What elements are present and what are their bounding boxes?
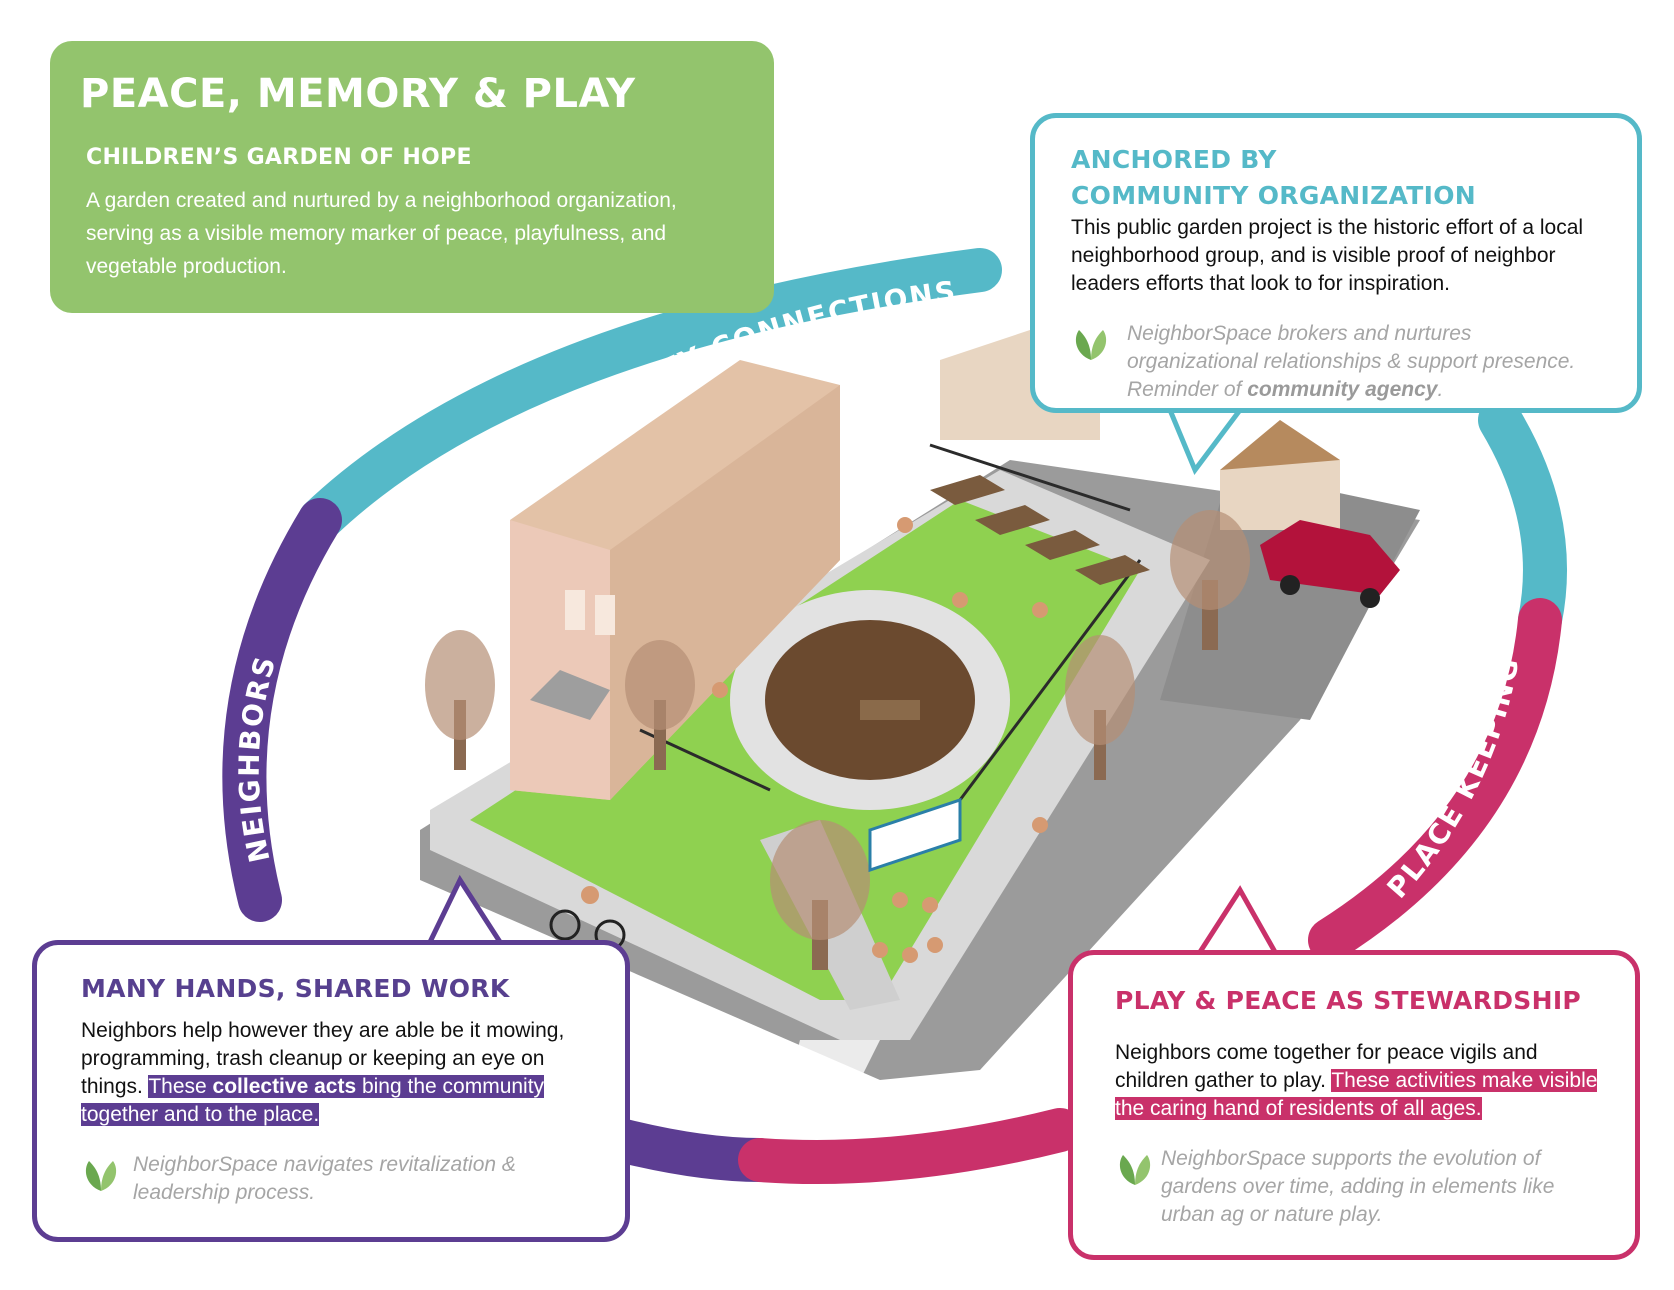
pergola <box>860 700 920 720</box>
play-peace-callout: PLAY & PEACE AS STEWARDSHIP Neighbors co… <box>1068 950 1640 1260</box>
red-car <box>1260 520 1400 608</box>
play-peace-note: NeighborSpace supports the evolution of … <box>1115 1145 1599 1229</box>
garden-banner <box>868 797 962 873</box>
ring-place-keeping-bottom-segment <box>738 1108 1082 1184</box>
anchored-title-line1: ANCHORED BY <box>1071 145 1277 174</box>
tree <box>1065 635 1135 780</box>
tree <box>425 630 495 770</box>
many-hands-body-plain: Neighbors help however they are able be … <box>81 1019 565 1098</box>
garden-description: A garden created and nurtured by a neigh… <box>86 189 677 278</box>
ring-community-right-segment <box>1478 398 1567 642</box>
many-hands-body: Neighbors help however they are able be … <box>81 1017 587 1129</box>
ring-neighbors-segment <box>222 498 342 922</box>
house-window <box>595 595 615 635</box>
tree <box>770 820 870 970</box>
person <box>922 897 938 913</box>
person <box>712 682 728 698</box>
ring-community-segment <box>298 248 1002 542</box>
anchored-note: NeighborSpace brokers and nurtures organ… <box>1071 320 1601 404</box>
trees <box>425 510 1250 970</box>
person <box>1032 817 1048 833</box>
person <box>897 517 913 533</box>
many-hands-callout: MANY HANDS, SHARED WORK Neighbors help h… <box>32 940 630 1242</box>
play-peace-note-text: NeighborSpace supports the evolution of … <box>1161 1147 1555 1226</box>
anchored-callout: ANCHORED BY COMMUNITY ORGANIZATION This … <box>1030 113 1642 413</box>
many-hands-note: NeighborSpace navigates revitalization &… <box>81 1151 587 1207</box>
anchored-title-line2: COMMUNITY ORGANIZATION <box>1071 181 1477 210</box>
anchored-callout-tail <box>1167 408 1242 475</box>
many-hands-callout-tail <box>427 874 503 944</box>
anchored-title: ANCHORED BY COMMUNITY ORGANIZATION <box>1071 142 1601 214</box>
play-peace-body-plain: Neighbors come together for peace vigils… <box>1115 1041 1538 1092</box>
play-peace-title: PLAY & PEACE AS STEWARDSHIP <box>1115 986 1582 1015</box>
person <box>902 947 918 963</box>
many-hands-highlight-start: These <box>148 1075 213 1098</box>
raised-beds <box>930 475 1150 585</box>
play-peace-body: Neighbors come together for peace vigils… <box>1115 1039 1599 1123</box>
many-hands-title: MANY HANDS, SHARED WORK <box>81 974 510 1003</box>
person <box>1032 602 1048 618</box>
anchored-note-text: NeighborSpace brokers and nurtures organ… <box>1127 322 1576 401</box>
porch-roof <box>530 670 610 720</box>
play-callout-tail <box>1197 885 1278 954</box>
cyclist <box>581 886 599 904</box>
ring-place-keeping-segment <box>1308 598 1562 962</box>
bicycle-wheel <box>549 909 581 941</box>
anchored-body: This public garden project is the histor… <box>1071 216 1584 295</box>
ring <box>222 248 1567 1184</box>
many-hands-note-text: NeighborSpace navigates revitalization &… <box>133 1153 516 1204</box>
person <box>892 892 908 908</box>
tree <box>625 640 695 770</box>
person <box>952 592 968 608</box>
anchored-note-end: . <box>1437 378 1444 401</box>
neighborspace-leaf-icon <box>1119 1155 1151 1185</box>
house-window <box>565 590 585 630</box>
garden-name: CHILDREN’S GARDEN OF HOPE <box>86 145 472 170</box>
people <box>549 517 1048 963</box>
many-hands-highlight-end: bing the community together and to the p… <box>81 1075 545 1126</box>
neighborspace-leaf-icon <box>85 1161 117 1191</box>
title-panel: PEACE, MEMORY & PLAY CHILDREN’S GARDEN O… <box>50 41 774 313</box>
person <box>927 937 943 953</box>
person <box>872 942 888 958</box>
many-hands-highlight: These collective acts bing the community… <box>81 1075 545 1126</box>
neighborspace-leaf-icon <box>1075 330 1107 360</box>
many-hands-highlight-bold: collective acts <box>212 1075 357 1098</box>
tree <box>1170 510 1250 650</box>
page-title: PEACE, MEMORY & PLAY <box>80 71 636 117</box>
anchored-note-bold: community agency <box>1247 378 1438 401</box>
